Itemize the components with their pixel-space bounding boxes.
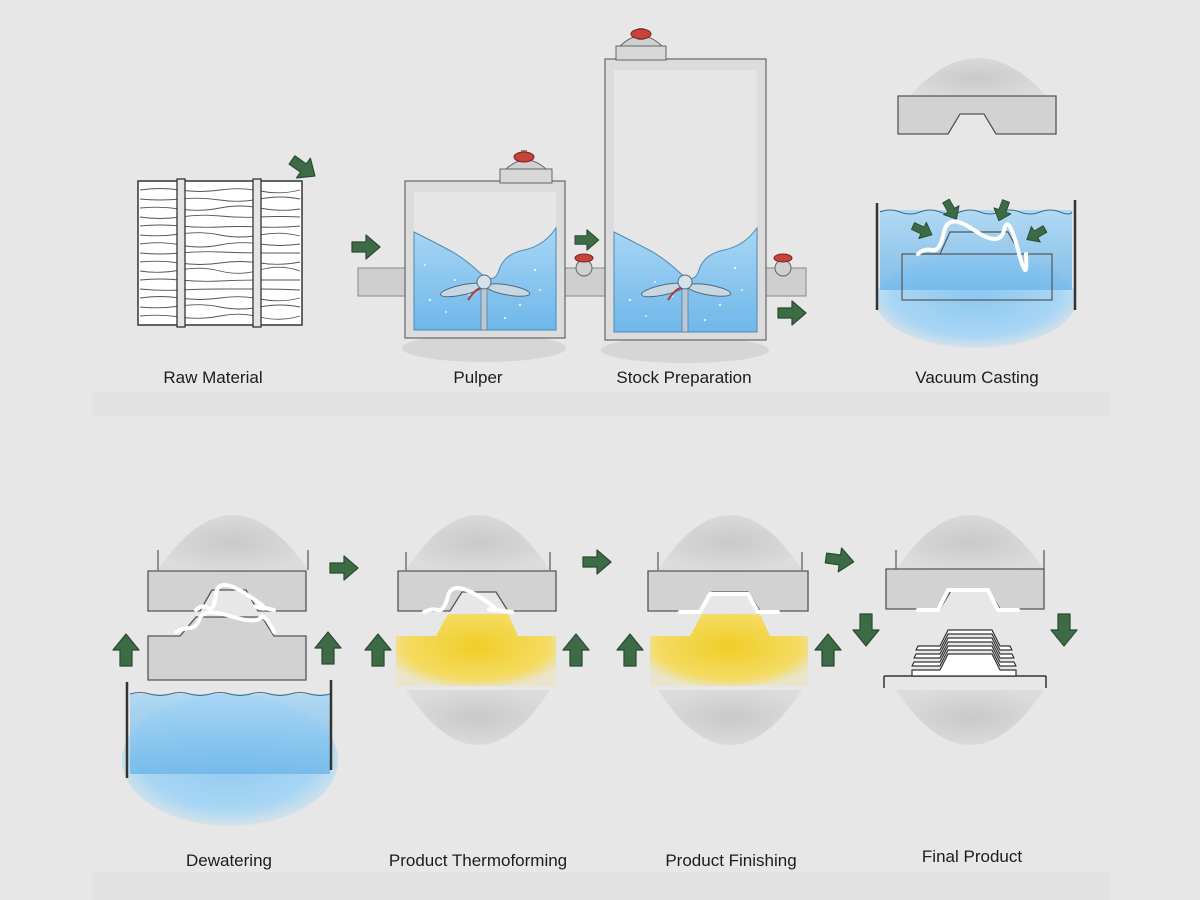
arrow-tf-up-right xyxy=(562,633,590,667)
valve-1 xyxy=(574,253,594,277)
arrow-fin-up-right xyxy=(814,633,842,667)
label-vacuum-casting: Vacuum Casting xyxy=(915,368,1039,387)
vacuum-casting-unit xyxy=(875,58,1077,348)
stock-preparation-tank xyxy=(601,28,769,363)
product-stack xyxy=(911,629,1017,677)
raw-material-bale xyxy=(137,178,303,328)
label-final-product: Final Product xyxy=(921,847,1023,866)
arrow-to-finishing xyxy=(582,549,612,575)
arrow-final-down-left xyxy=(852,613,880,647)
finishing-unit xyxy=(647,515,809,745)
arrow-dw-up-right xyxy=(314,631,342,665)
label-product-thermoforming: Product Thermoforming xyxy=(388,851,568,870)
arrow-to-thermoforming xyxy=(329,555,359,581)
arrow-fin-up-left xyxy=(616,633,644,667)
arrow-to-final xyxy=(823,545,856,575)
arrow-tf-up-left xyxy=(364,633,392,667)
valve-2 xyxy=(773,253,793,277)
arrow-final-down-right xyxy=(1050,613,1078,647)
pulper-tank xyxy=(402,150,566,362)
row-band-bottom xyxy=(92,872,1110,900)
arrow-to-stock-prep xyxy=(574,229,600,251)
arrow-to-vacuum-casting xyxy=(777,300,807,326)
dewatering-unit xyxy=(122,515,338,826)
row-band-top xyxy=(92,392,1110,416)
label-dewatering: Dewatering xyxy=(186,851,272,870)
label-stock-preparation: Stock Preparation xyxy=(616,368,752,387)
arrow-dw-up-left xyxy=(112,633,140,667)
label-pulper: Pulper xyxy=(453,368,503,387)
label-raw-material: Raw Material xyxy=(163,368,263,387)
thermoforming-unit xyxy=(396,515,557,745)
arrow-pipe-in xyxy=(351,234,381,260)
label-product-finishing: Product Finishing xyxy=(665,851,797,870)
final-product-unit xyxy=(883,515,1047,745)
